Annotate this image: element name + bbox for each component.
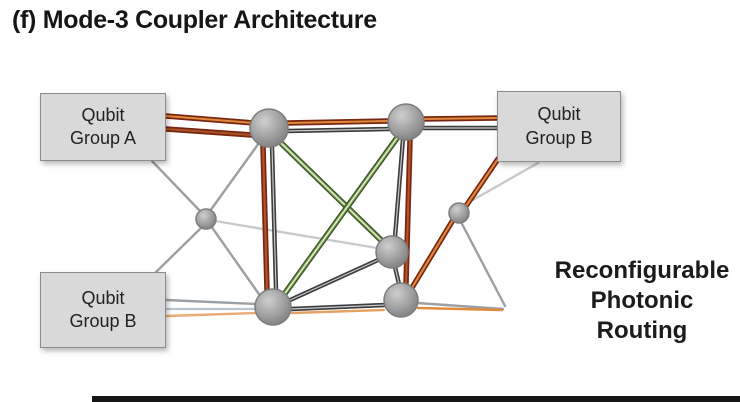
edge-n1-n2-dark (284, 126, 392, 134)
edge-n1-n2-red (284, 118, 392, 126)
node-top-right (387, 103, 425, 141)
node-top-left (249, 108, 289, 148)
node-bottom-right (383, 282, 419, 318)
edge-b1-b2-dark (288, 302, 388, 312)
edge-n1-b1-red (260, 143, 270, 293)
edge-n1-c-green (277, 139, 387, 246)
dark-edges (269, 125, 500, 312)
box-qubit-group-b-top: Qubit Group B (497, 91, 621, 162)
edge-c-b2-dark (392, 264, 402, 287)
edge-c-b1-dark (285, 257, 381, 304)
edge-boxBbl-b1-gray (164, 298, 258, 306)
box-qubit-group-b-bottom-label: Qubit Group B (69, 287, 137, 331)
edge-s1-b1 (209, 224, 263, 299)
annotation-reconfigurable-photonic-routing: Reconfigurable Photonic Routing (554, 257, 730, 344)
edge-boxBbl-b1-orange (164, 311, 260, 318)
node-mid-right-small (448, 202, 470, 224)
node-mid-left-small (195, 208, 217, 230)
edge-n2-b2-red (403, 137, 413, 287)
edge-s2-boxBtr (462, 161, 540, 207)
green-edges (277, 135, 400, 299)
gray-edges (150, 141, 540, 318)
node-bottom-left (254, 288, 292, 326)
edge-boxBtr-s2-red (463, 156, 501, 209)
box-qubit-group-a-label: Qubit Group A (69, 104, 137, 148)
box-qubit-group-b-top-label: Qubit Group B (525, 104, 593, 148)
edge-n2-b1-green (280, 135, 400, 299)
edge-b2-junction-orange (416, 306, 504, 312)
edge-s2-b2-red (407, 217, 456, 294)
edge-boxA-n1-red-1 (163, 113, 257, 126)
edge-b1-b2-orange (290, 308, 386, 315)
box-qubit-group-a: Qubit Group A (40, 93, 166, 161)
edge-n1-b1-dark (269, 143, 279, 292)
edge-n2-boxBtr-red (421, 115, 500, 122)
edge-s1-c (213, 219, 379, 250)
edge-s1-n1 (208, 141, 261, 213)
edge-n2-c-dark (392, 136, 406, 240)
bottom-crop-bar (92, 396, 740, 402)
box-qubit-group-b-bottom: Qubit Group B (40, 272, 166, 348)
edge-s1-boxBbl (150, 225, 204, 278)
figure-title: (f) Mode-3 Coupler Architecture (12, 6, 377, 34)
nodes (195, 103, 470, 326)
edge-boxA-s1 (150, 159, 203, 214)
node-center (375, 235, 409, 269)
edge-s2-junction (459, 220, 507, 308)
edge-boxA-n1-red-2 (163, 126, 255, 138)
edge-b2-junction (415, 301, 505, 311)
